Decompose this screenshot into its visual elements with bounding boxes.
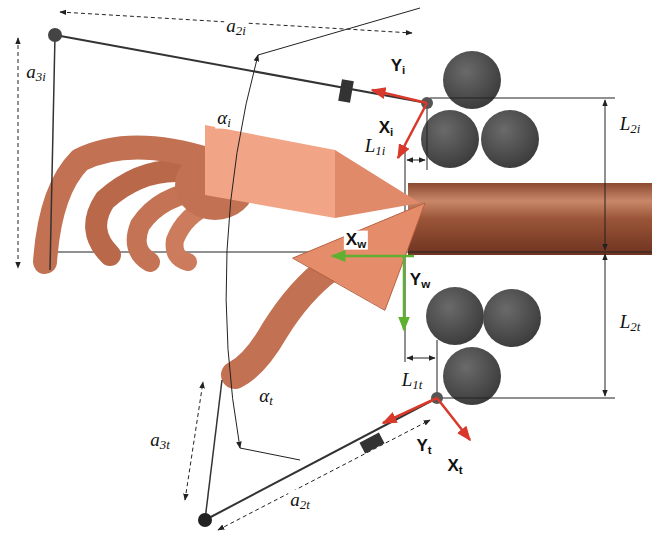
ball (421, 110, 479, 168)
label-subscript: 2i (630, 121, 640, 136)
axis-arrow (372, 90, 427, 103)
angle-line (258, 8, 420, 55)
dimension-label: a2t (288, 490, 312, 511)
label-base: α (217, 107, 227, 128)
dimension-line (185, 382, 203, 500)
axis-label: Yt (414, 437, 433, 456)
label-base: X (346, 230, 357, 249)
ref-line (437, 340, 438, 398)
label-base: L (620, 311, 631, 332)
ball (426, 287, 484, 345)
angle-marks (226, 8, 420, 460)
label-subscript: t (428, 444, 432, 456)
link (55, 35, 427, 103)
actuator (359, 433, 384, 454)
label-subscript: 3i (36, 69, 46, 84)
label-subscript: w (421, 278, 430, 290)
label-base: Y (416, 436, 427, 455)
dimensions (18, 12, 430, 530)
dimension-line (407, 160, 425, 161)
cylinder-object (408, 183, 652, 255)
ball (483, 289, 541, 347)
ref-line (440, 398, 615, 399)
linkages (50, 35, 437, 520)
contact-balls (421, 51, 541, 405)
label-base: X (379, 118, 390, 137)
dimension-label: L1t (400, 370, 425, 391)
label-base: α (259, 385, 269, 406)
label-base: L (402, 369, 413, 390)
axis-label: Xt (445, 457, 464, 476)
angle-line (240, 448, 300, 460)
joint (48, 28, 62, 42)
label-subscript: i (402, 64, 405, 76)
dimension-line (605, 254, 606, 396)
axis-arrow (437, 398, 470, 440)
label-subscript: 2i (236, 23, 246, 38)
joint (198, 513, 212, 527)
label-subscript: 1t (412, 377, 422, 392)
index-link (205, 125, 335, 218)
axis-label: Yw (408, 271, 432, 290)
dimension-line (218, 420, 430, 530)
dimension-line (407, 358, 435, 359)
dimension-label: L2t (618, 312, 643, 333)
label-subscript: i (390, 126, 393, 138)
dimension-label: L1i (363, 136, 388, 157)
label-subscript: i (227, 115, 231, 130)
label-subscript: 2t (630, 319, 640, 334)
label-subscript: 2t (300, 497, 310, 512)
label-base: a (150, 429, 160, 450)
label-subscript: w (357, 238, 366, 250)
link (205, 380, 222, 520)
ref-line (427, 105, 428, 170)
dimension-label: L2i (618, 114, 643, 135)
link (205, 398, 437, 520)
label-base: a (226, 15, 236, 36)
axis-label: Xi (377, 119, 396, 138)
label-base: L (365, 135, 376, 156)
axis-arrow (332, 255, 414, 258)
dimension-label: a3t (148, 430, 172, 451)
label-base: X (447, 456, 458, 475)
dimension-label: αt (257, 386, 275, 407)
dimension-line (18, 38, 19, 268)
frame-axes (332, 90, 470, 440)
label-base: Y (391, 56, 402, 75)
label-base: L (620, 113, 631, 134)
ball (443, 51, 501, 109)
axis-label: Yi (389, 57, 408, 76)
reference-lines (45, 98, 652, 398)
label-base: Y (410, 270, 421, 289)
axis-label: Xw (344, 231, 368, 250)
dimension-label: αi (215, 108, 233, 129)
actuator (338, 79, 354, 103)
label-subscript: 3t (160, 437, 170, 452)
dimension-line (605, 100, 606, 250)
ref-line (430, 98, 615, 99)
link (50, 35, 55, 270)
label-base: a (290, 489, 300, 510)
dimension-label: a3i (24, 62, 48, 83)
axis-arrow (383, 398, 437, 423)
label-base: a (26, 61, 36, 82)
ball (481, 110, 539, 168)
label-subscript: 1i (375, 143, 385, 158)
dimension-label: a2i (224, 16, 248, 37)
thumb (235, 268, 330, 375)
axis-arrow (403, 256, 406, 330)
label-subscript: t (269, 393, 273, 408)
label-subscript: t (459, 464, 463, 476)
ball (443, 347, 501, 405)
axis-arrow (398, 103, 427, 158)
index-link (335, 150, 420, 218)
